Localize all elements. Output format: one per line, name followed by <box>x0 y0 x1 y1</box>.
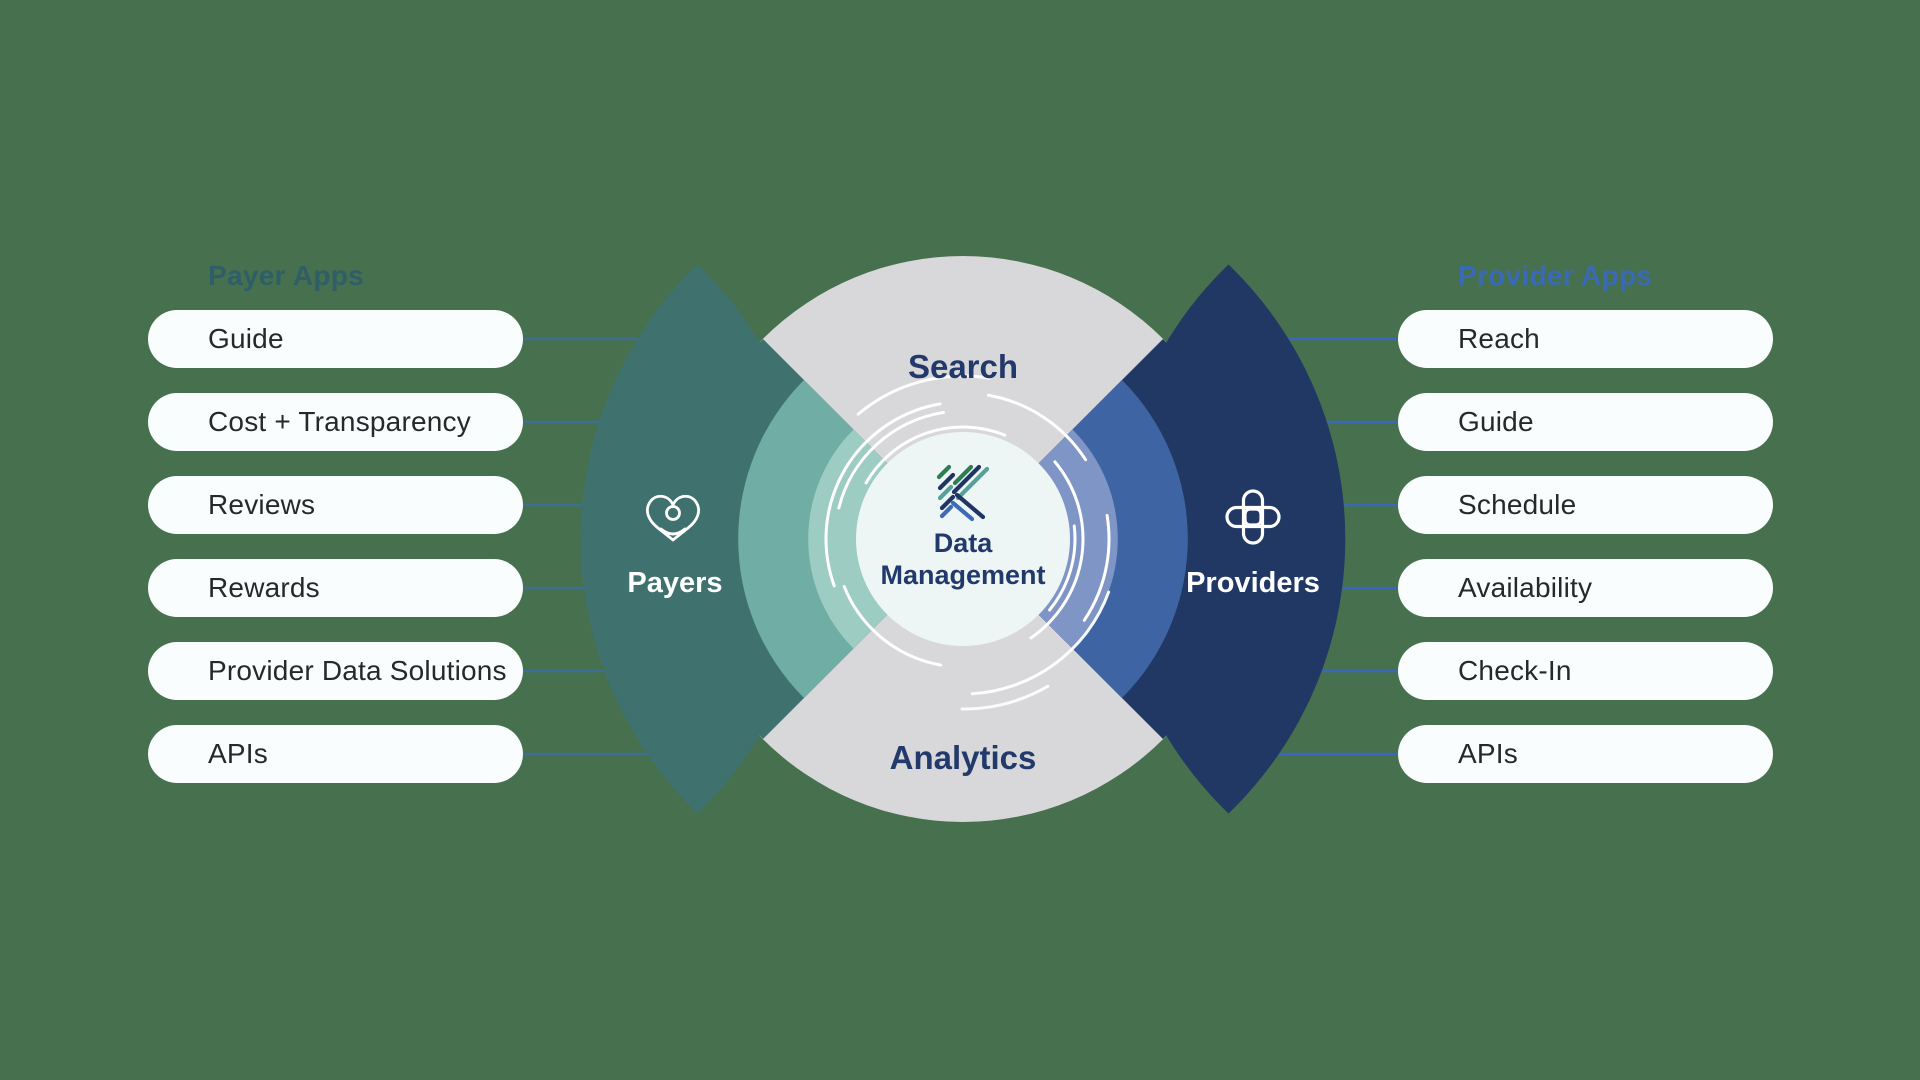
providers-label: Providers <box>1186 567 1320 599</box>
pill-label: Guide <box>1458 406 1534 437</box>
pill-label: Reach <box>1458 323 1540 354</box>
payer-app-pill-reviews: Reviews <box>148 476 523 534</box>
pill-label: APIs <box>1458 738 1518 769</box>
provider-app-pill-reach: Reach <box>1398 310 1773 368</box>
heart-person-icon <box>646 494 700 542</box>
provider-apps-heading: Provider Apps <box>1458 260 1653 291</box>
provider-app-pill-schedule: Schedule <box>1398 476 1773 534</box>
payer-app-pill-cost-transparency: Cost + Transparency <box>148 393 523 451</box>
provider-app-pill-guide: Guide <box>1398 393 1773 451</box>
center-label-line1: Data <box>934 528 994 558</box>
pill-label: Guide <box>208 323 284 354</box>
provider-app-pill-apis: APIs <box>1398 725 1773 783</box>
pill-label: Availability <box>1458 572 1593 603</box>
inner-circle <box>856 432 1070 646</box>
analytics-label: Analytics <box>890 739 1037 776</box>
decorative-arcs <box>791 367 1135 711</box>
medical-cross-icon <box>1225 489 1281 545</box>
payer-app-pill-apis: APIs <box>148 725 523 783</box>
kyruus-k-logo <box>936 464 990 522</box>
payers-label: Payers <box>627 567 722 599</box>
pill-label: Rewards <box>208 572 320 603</box>
payer-app-pill-rewards: Rewards <box>148 559 523 617</box>
pill-label: Reviews <box>208 489 316 520</box>
pill-label: Cost + Transparency <box>208 406 471 437</box>
pill-label: Schedule <box>1458 489 1577 520</box>
pill-label: Check-In <box>1458 655 1572 686</box>
payer-apps-heading: Payer Apps <box>208 260 365 291</box>
provider-app-pill-availability: Availability <box>1398 559 1773 617</box>
pill-label: APIs <box>208 738 268 769</box>
payer-app-pill-guide: Guide <box>148 310 523 368</box>
provider-app-pill-check-in: Check-In <box>1398 642 1773 700</box>
payer-app-pill-provider-data-solutions: Provider Data Solutions <box>148 642 523 700</box>
center-label-line2: Management <box>880 560 1045 590</box>
search-label: Search <box>908 348 1018 385</box>
pill-label: Provider Data Solutions <box>208 655 507 686</box>
